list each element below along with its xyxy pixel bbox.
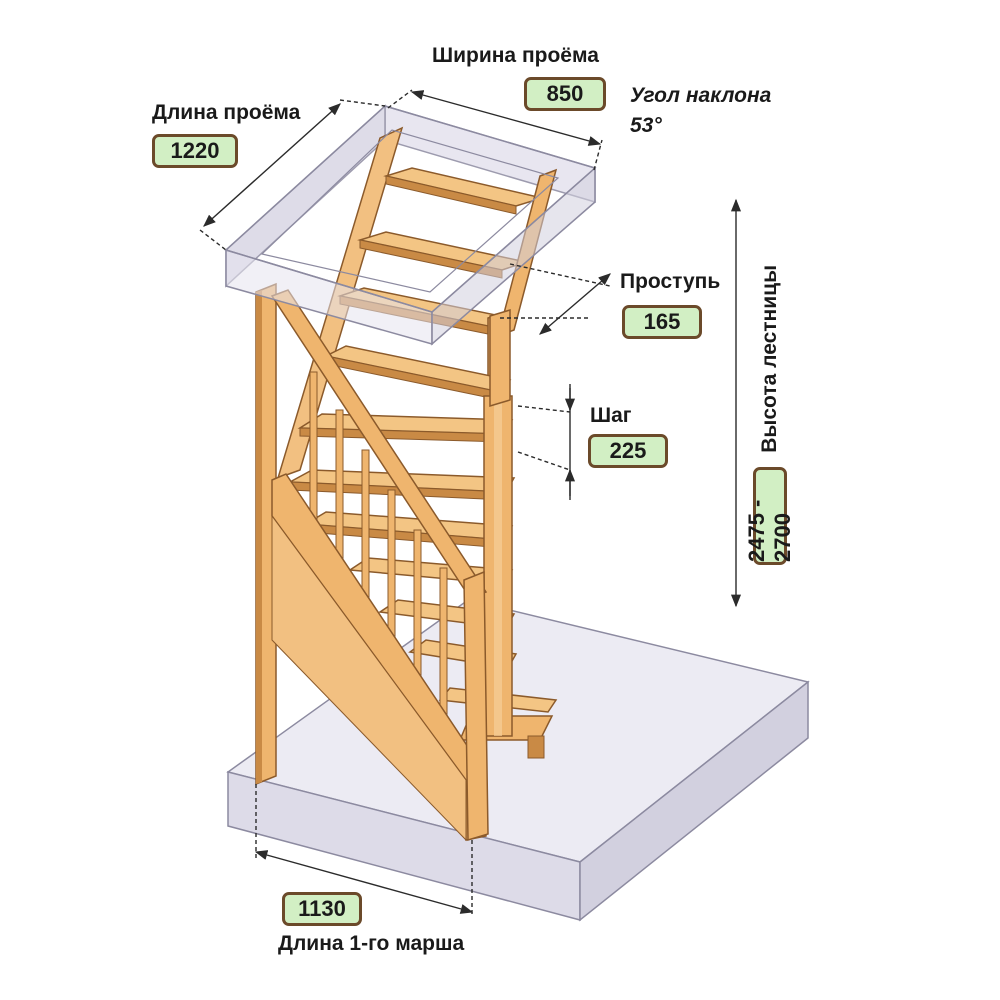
step-height-badge: 225 (588, 434, 668, 468)
step-height-label: Шаг (590, 404, 632, 427)
slope-angle-label: Угол наклона (630, 84, 772, 107)
stair-height-group: 2475 - 2700 Высота лестницы (744, 265, 795, 565)
central-post (483, 395, 545, 759)
top-post (489, 308, 511, 408)
opening-width-badge: 850 (524, 77, 606, 111)
stair-height-label: Высота лестницы (758, 265, 781, 453)
opening-length-badge: 1220 (152, 134, 238, 168)
stair-height-badge: 2475 - 2700 (744, 466, 795, 565)
opening-length-label: Длина проёма (152, 101, 301, 124)
dimension-lines (199, 89, 742, 916)
tread-depth-badge: 165 (622, 305, 702, 339)
first-flight-length-label: Длина 1-го марша (278, 932, 465, 955)
balusters (309, 371, 448, 739)
slope-angle-value: 53° (630, 114, 662, 137)
first-flight-length-badge: 1130 (282, 892, 362, 926)
front-post (463, 570, 489, 842)
opening-width-label: Ширина проёма (432, 44, 599, 67)
tread-depth-label: Проступь (620, 270, 721, 293)
